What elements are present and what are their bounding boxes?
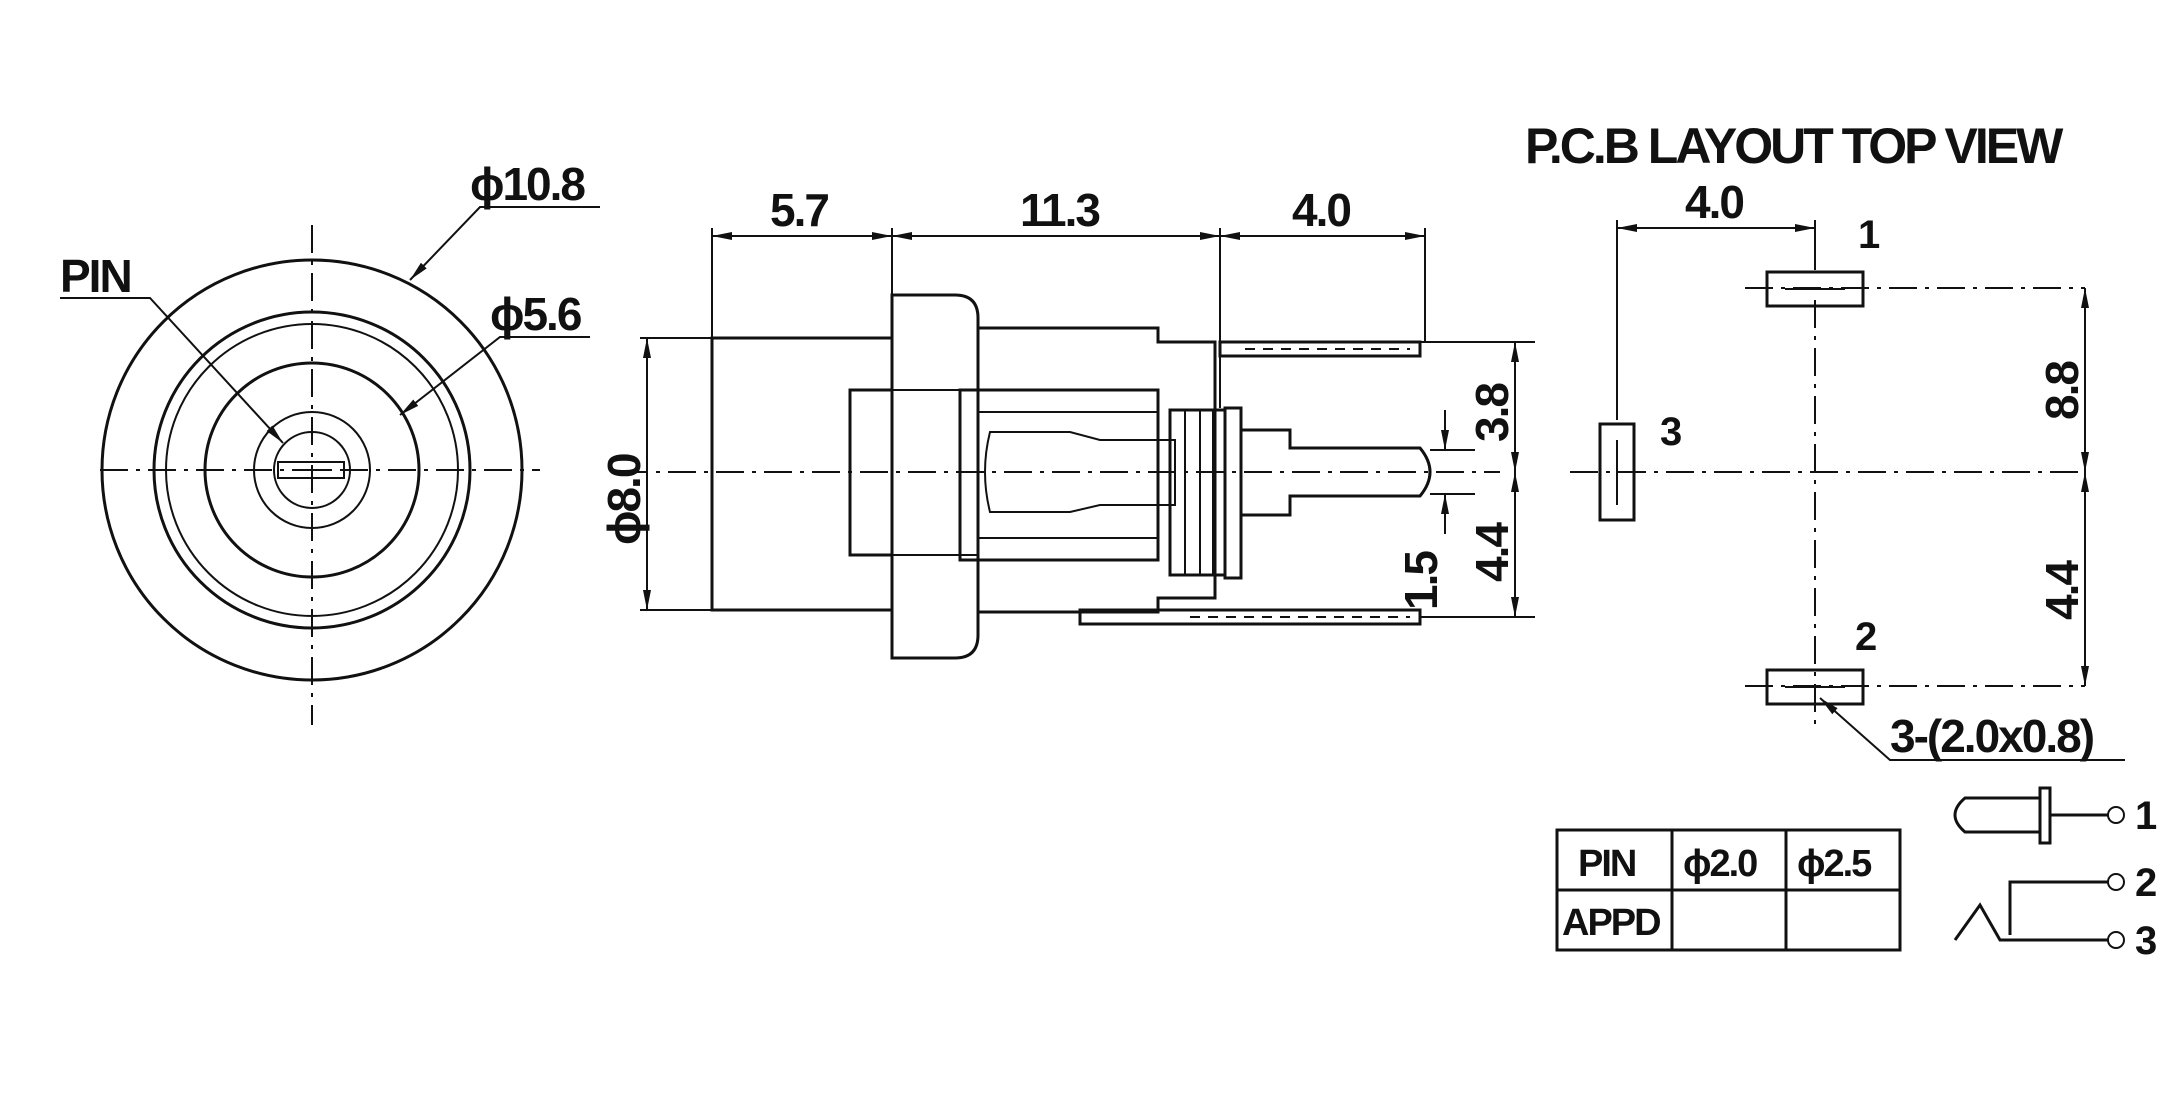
- side-view: 5.7 11.3 4.0 ϕ8.0 3.8 4.4 1.5: [598, 184, 1535, 660]
- outer-diameter-label: ϕ10.8: [470, 158, 585, 210]
- pad-size-note: 3-(2.0x0.8): [1890, 710, 2094, 762]
- dim-3-8: 3.8: [1466, 383, 1518, 442]
- table-row-appd: APPD: [1562, 902, 1660, 944]
- pad-1-label: 1: [1858, 213, 1880, 257]
- pad-2-label: 2: [1855, 615, 1876, 659]
- pad-3-label: 3: [1660, 410, 1681, 454]
- pcb-dim-4-4: 4.4: [2036, 560, 2088, 620]
- inner-diameter-label: ϕ5.6: [490, 288, 581, 340]
- dim-11-3: 11.3: [1020, 184, 1099, 236]
- table-header-2-0: ϕ2.0: [1683, 843, 1757, 885]
- pcb-dim-4-0: 4.0: [1685, 176, 1743, 228]
- pcb-title: P.C.B LAYOUT TOP VIEW: [1525, 118, 2064, 174]
- pcb-layout: P.C.B LAYOUT TOP VIEW 4.0 8.8 4.4 1 2 3 …: [1525, 118, 2125, 762]
- pad-2: [1765, 668, 1865, 706]
- front-view: PIN ϕ10.8 ϕ5.6: [60, 158, 600, 725]
- dim-1-5: 1.5: [1395, 551, 1447, 610]
- pcb-dim-8-8: 8.8: [2036, 361, 2088, 420]
- pin-table: PIN ϕ2.0 ϕ2.5 APPD: [1555, 828, 1902, 952]
- pad-3: [1598, 422, 1636, 522]
- terminal-2-label: 2: [2135, 861, 2156, 905]
- table-header-2-5: ϕ2.5: [1797, 843, 1872, 885]
- jack-schematic: 1 2 3: [1953, 786, 2159, 963]
- dim-4-4: 4.4: [1466, 522, 1518, 582]
- body-diameter-label: ϕ8.0: [598, 454, 650, 545]
- dim-5-7: 5.7: [770, 184, 828, 236]
- terminal-3-label: 3: [2135, 919, 2156, 963]
- pad-1: [1765, 270, 1865, 308]
- pin-label: PIN: [60, 250, 131, 302]
- dim-4-0: 4.0: [1292, 184, 1350, 236]
- table-header-pin: PIN: [1578, 843, 1635, 885]
- terminal-1-label: 1: [2135, 794, 2157, 838]
